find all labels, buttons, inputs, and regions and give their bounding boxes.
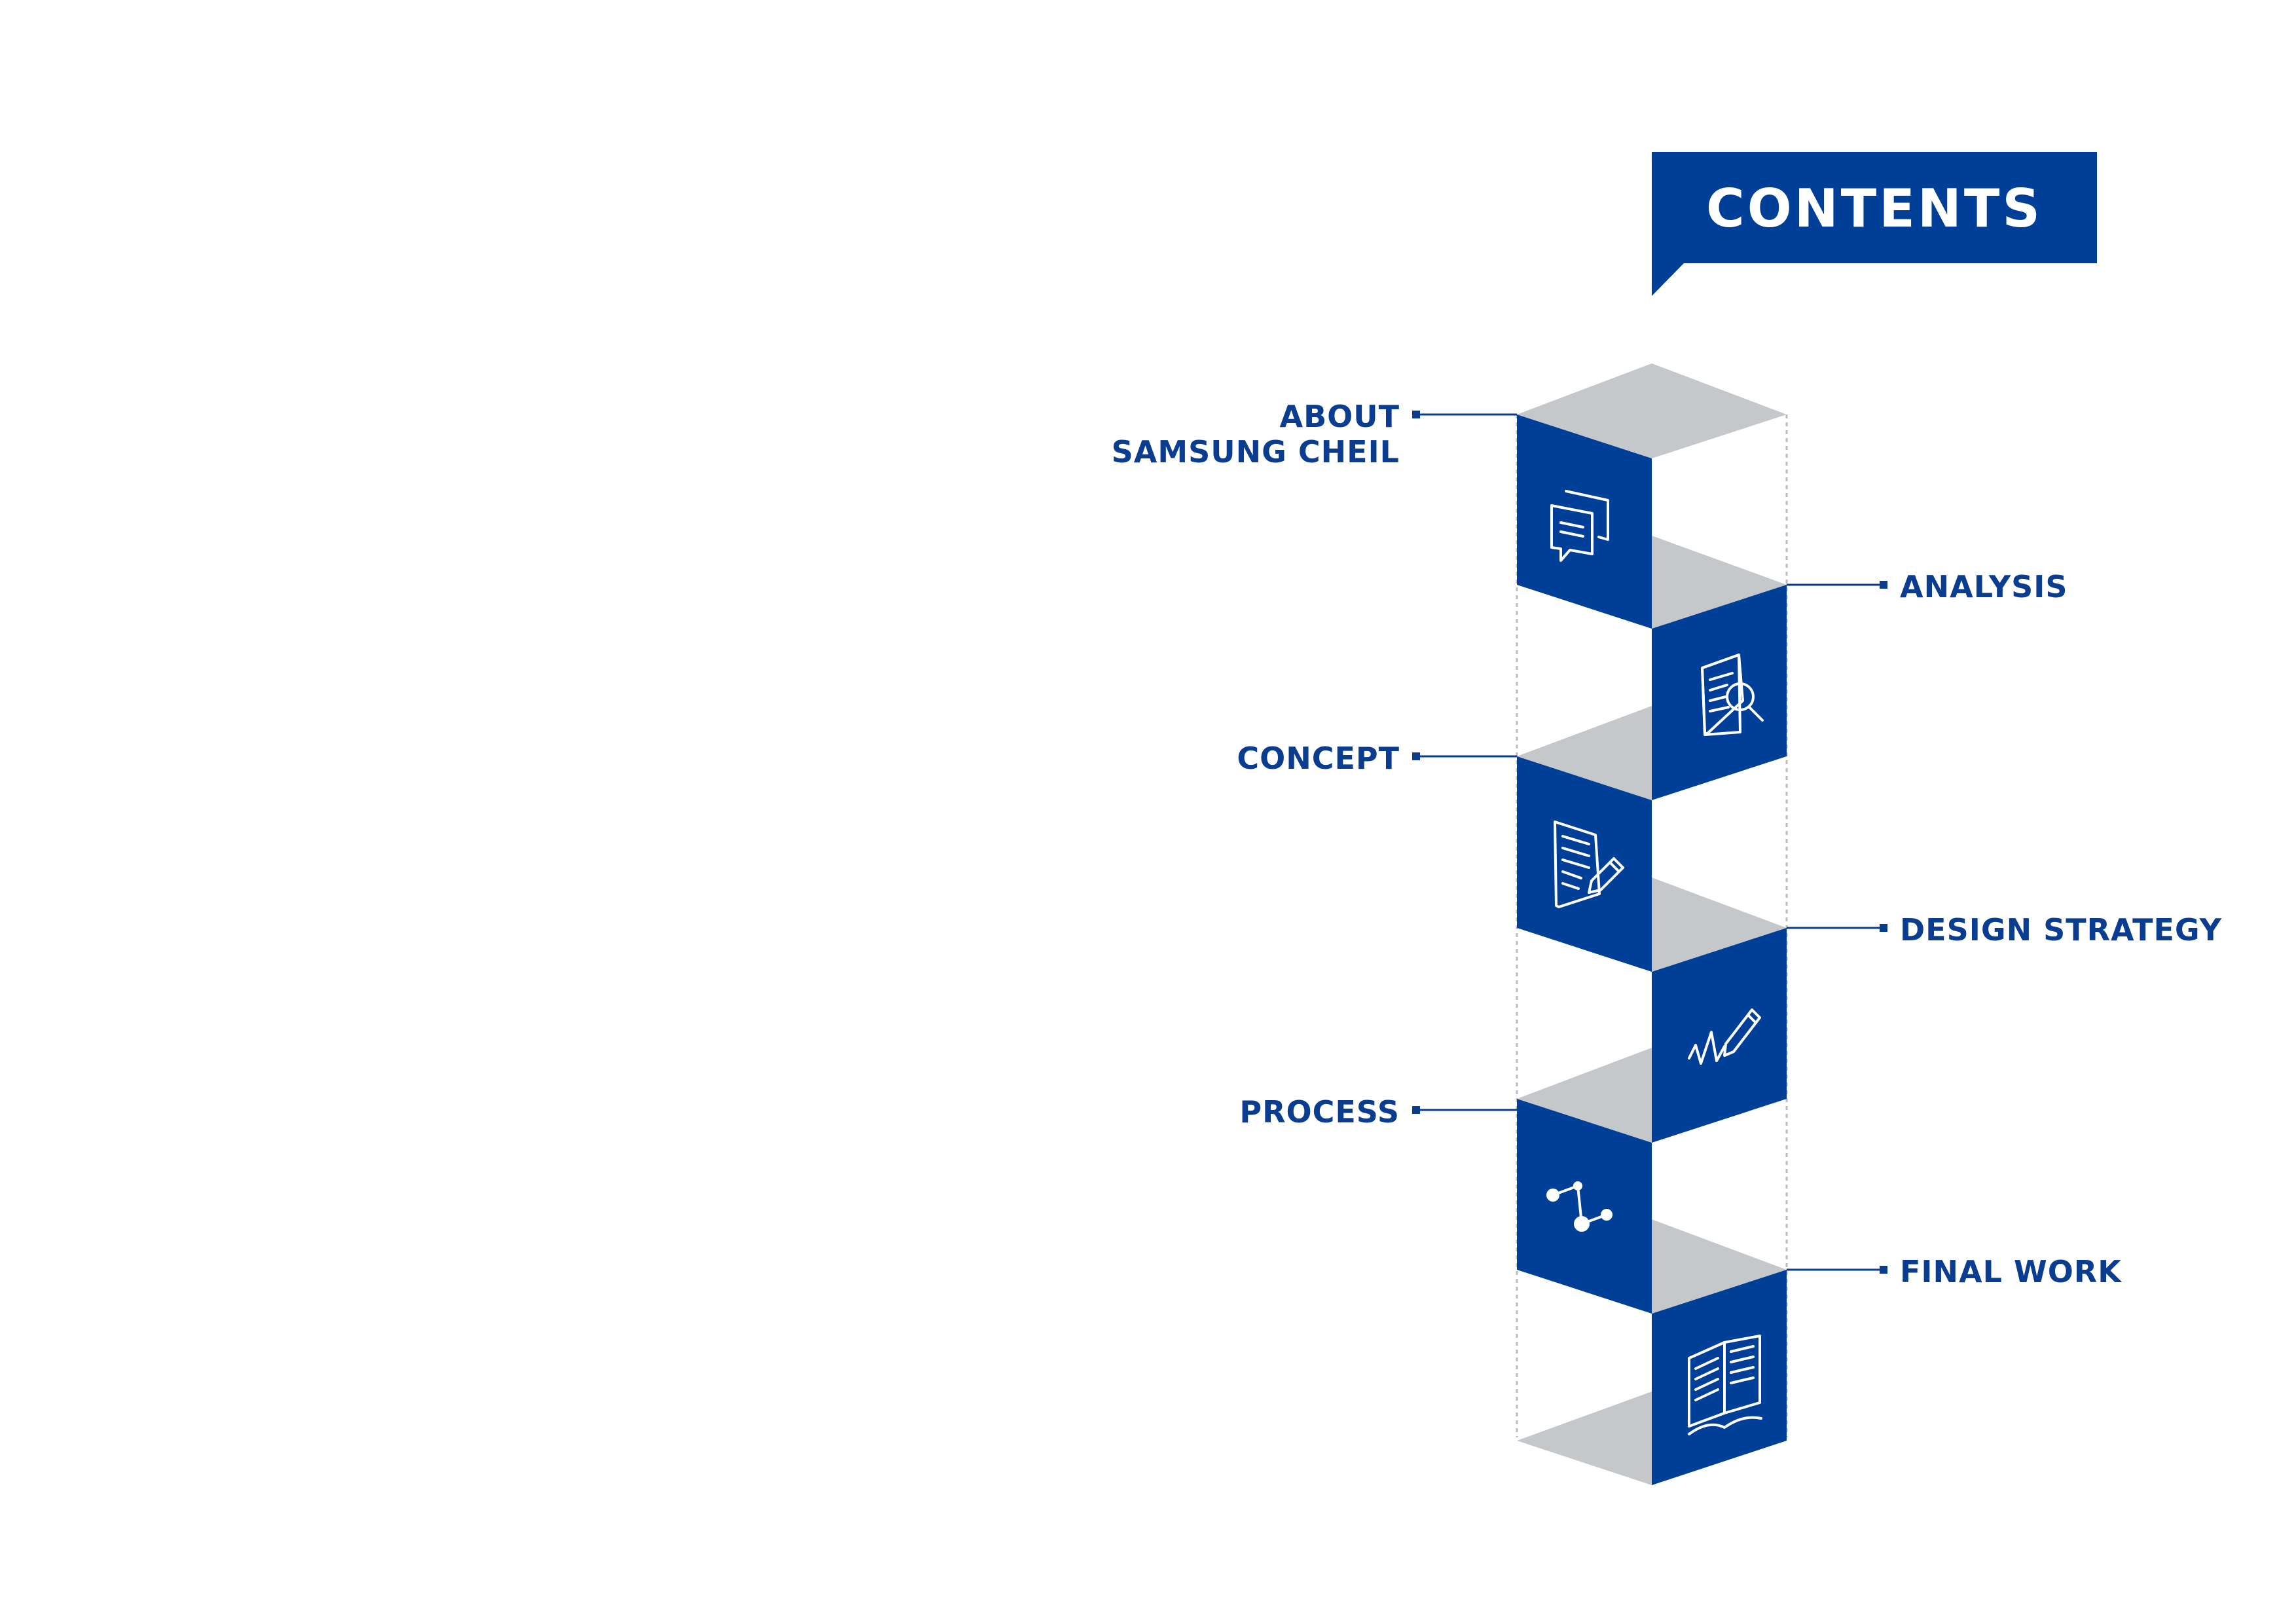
block-3-face [1517, 756, 1652, 972]
banner-title: CONTENTS [1706, 178, 2043, 239]
top-cap [1517, 363, 1787, 458]
pen-scribble-icon [1688, 1008, 1761, 1065]
document-edit-icon [1554, 821, 1624, 908]
open-book-icon [1688, 1335, 1762, 1435]
connector-2-3 [1517, 706, 1652, 800]
connector-3-4 [1652, 877, 1787, 972]
block-2-face [1652, 585, 1787, 800]
document-search-icon [1701, 654, 1764, 736]
label-about-line-2: SAMSUNG CHEIL [1112, 434, 1400, 470]
block-stack [1517, 363, 1787, 1485]
section-labels: ABOUT SAMSUNG CHEIL ANALYSIS CONCEPT DES… [1112, 399, 2222, 1289]
label-about-line-1: ABOUT [1280, 399, 1400, 434]
connector-5-6 [1652, 1219, 1787, 1314]
label-process: PROCESS [1239, 1094, 1400, 1130]
nodes-network-icon [1546, 1181, 1613, 1232]
chat-bubbles-icon [1550, 490, 1609, 562]
connector-1-2 [1652, 536, 1787, 629]
banner-shape [1652, 152, 2097, 296]
connector-4-5 [1517, 1048, 1652, 1143]
block-1-face [1517, 415, 1652, 629]
bottom-cap [1517, 1392, 1652, 1485]
leader-lines [1412, 411, 1887, 1274]
block-4-face [1652, 928, 1787, 1143]
label-analysis: ANALYSIS [1900, 569, 2068, 604]
label-concept: CONCEPT [1237, 741, 1400, 776]
label-final-work: FINAL WORK [1900, 1254, 2123, 1289]
contents-banner: CONTENTS [1652, 152, 2097, 296]
block-6-face [1652, 1270, 1787, 1485]
block-5-face [1517, 1099, 1652, 1314]
label-design-strategy: DESIGN STRATEGY [1900, 912, 2222, 948]
